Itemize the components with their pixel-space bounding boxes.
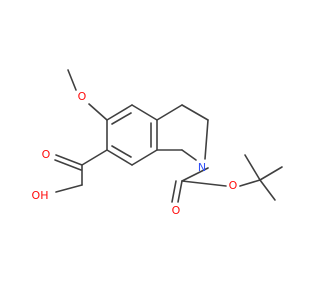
bond-ring-a-4 xyxy=(131,149,158,166)
bond-acid-oh-2 xyxy=(55,184,83,193)
bond-ring-b-4 xyxy=(181,149,197,161)
bond-ring-b-3 xyxy=(204,119,209,160)
atom-n-ring: N xyxy=(198,161,206,174)
bond-ring-b-1 xyxy=(156,104,183,121)
bond-acid-co-2 xyxy=(54,159,82,171)
bond-tbu-3 xyxy=(244,154,261,181)
atom-oh-acid: OH xyxy=(32,189,49,202)
bond-boc-co-1 xyxy=(177,180,183,203)
bond-acid-co-1 xyxy=(55,154,83,166)
atom-o-methoxy: O xyxy=(78,90,87,103)
bond-boc-co-2 xyxy=(171,180,177,203)
bond-ring-a-5-inner xyxy=(111,145,132,158)
bond-layer xyxy=(54,69,283,203)
atom-o-acid-carbonyl: O xyxy=(42,148,51,161)
bond-boc-n xyxy=(181,167,209,182)
bond-acid-1 xyxy=(81,149,108,166)
atom-label-layer: O O OH N O O xyxy=(32,90,238,217)
bond-tbu-1 xyxy=(259,166,283,181)
bond-methoxy-2 xyxy=(67,69,77,91)
bond-ring-a-5 xyxy=(106,149,133,166)
bond-ring-a-1 xyxy=(106,104,133,121)
bond-ring-b-2 xyxy=(181,104,209,121)
bond-methoxy-1 xyxy=(88,103,108,121)
atom-o-boc-ester: O xyxy=(229,179,238,192)
atom-o-boc-carbonyl: O xyxy=(172,204,181,217)
molecule-diagram: O O OH N O O xyxy=(32,69,283,217)
bond-ring-a-2 xyxy=(131,104,158,121)
structure-canvas: O O OH N O O xyxy=(31,69,283,217)
bond-boc-o-c xyxy=(239,179,261,187)
bond-ring-a-1-inner xyxy=(111,112,132,125)
bond-tbu-2 xyxy=(259,179,276,201)
bond-boc-ester xyxy=(181,180,227,187)
